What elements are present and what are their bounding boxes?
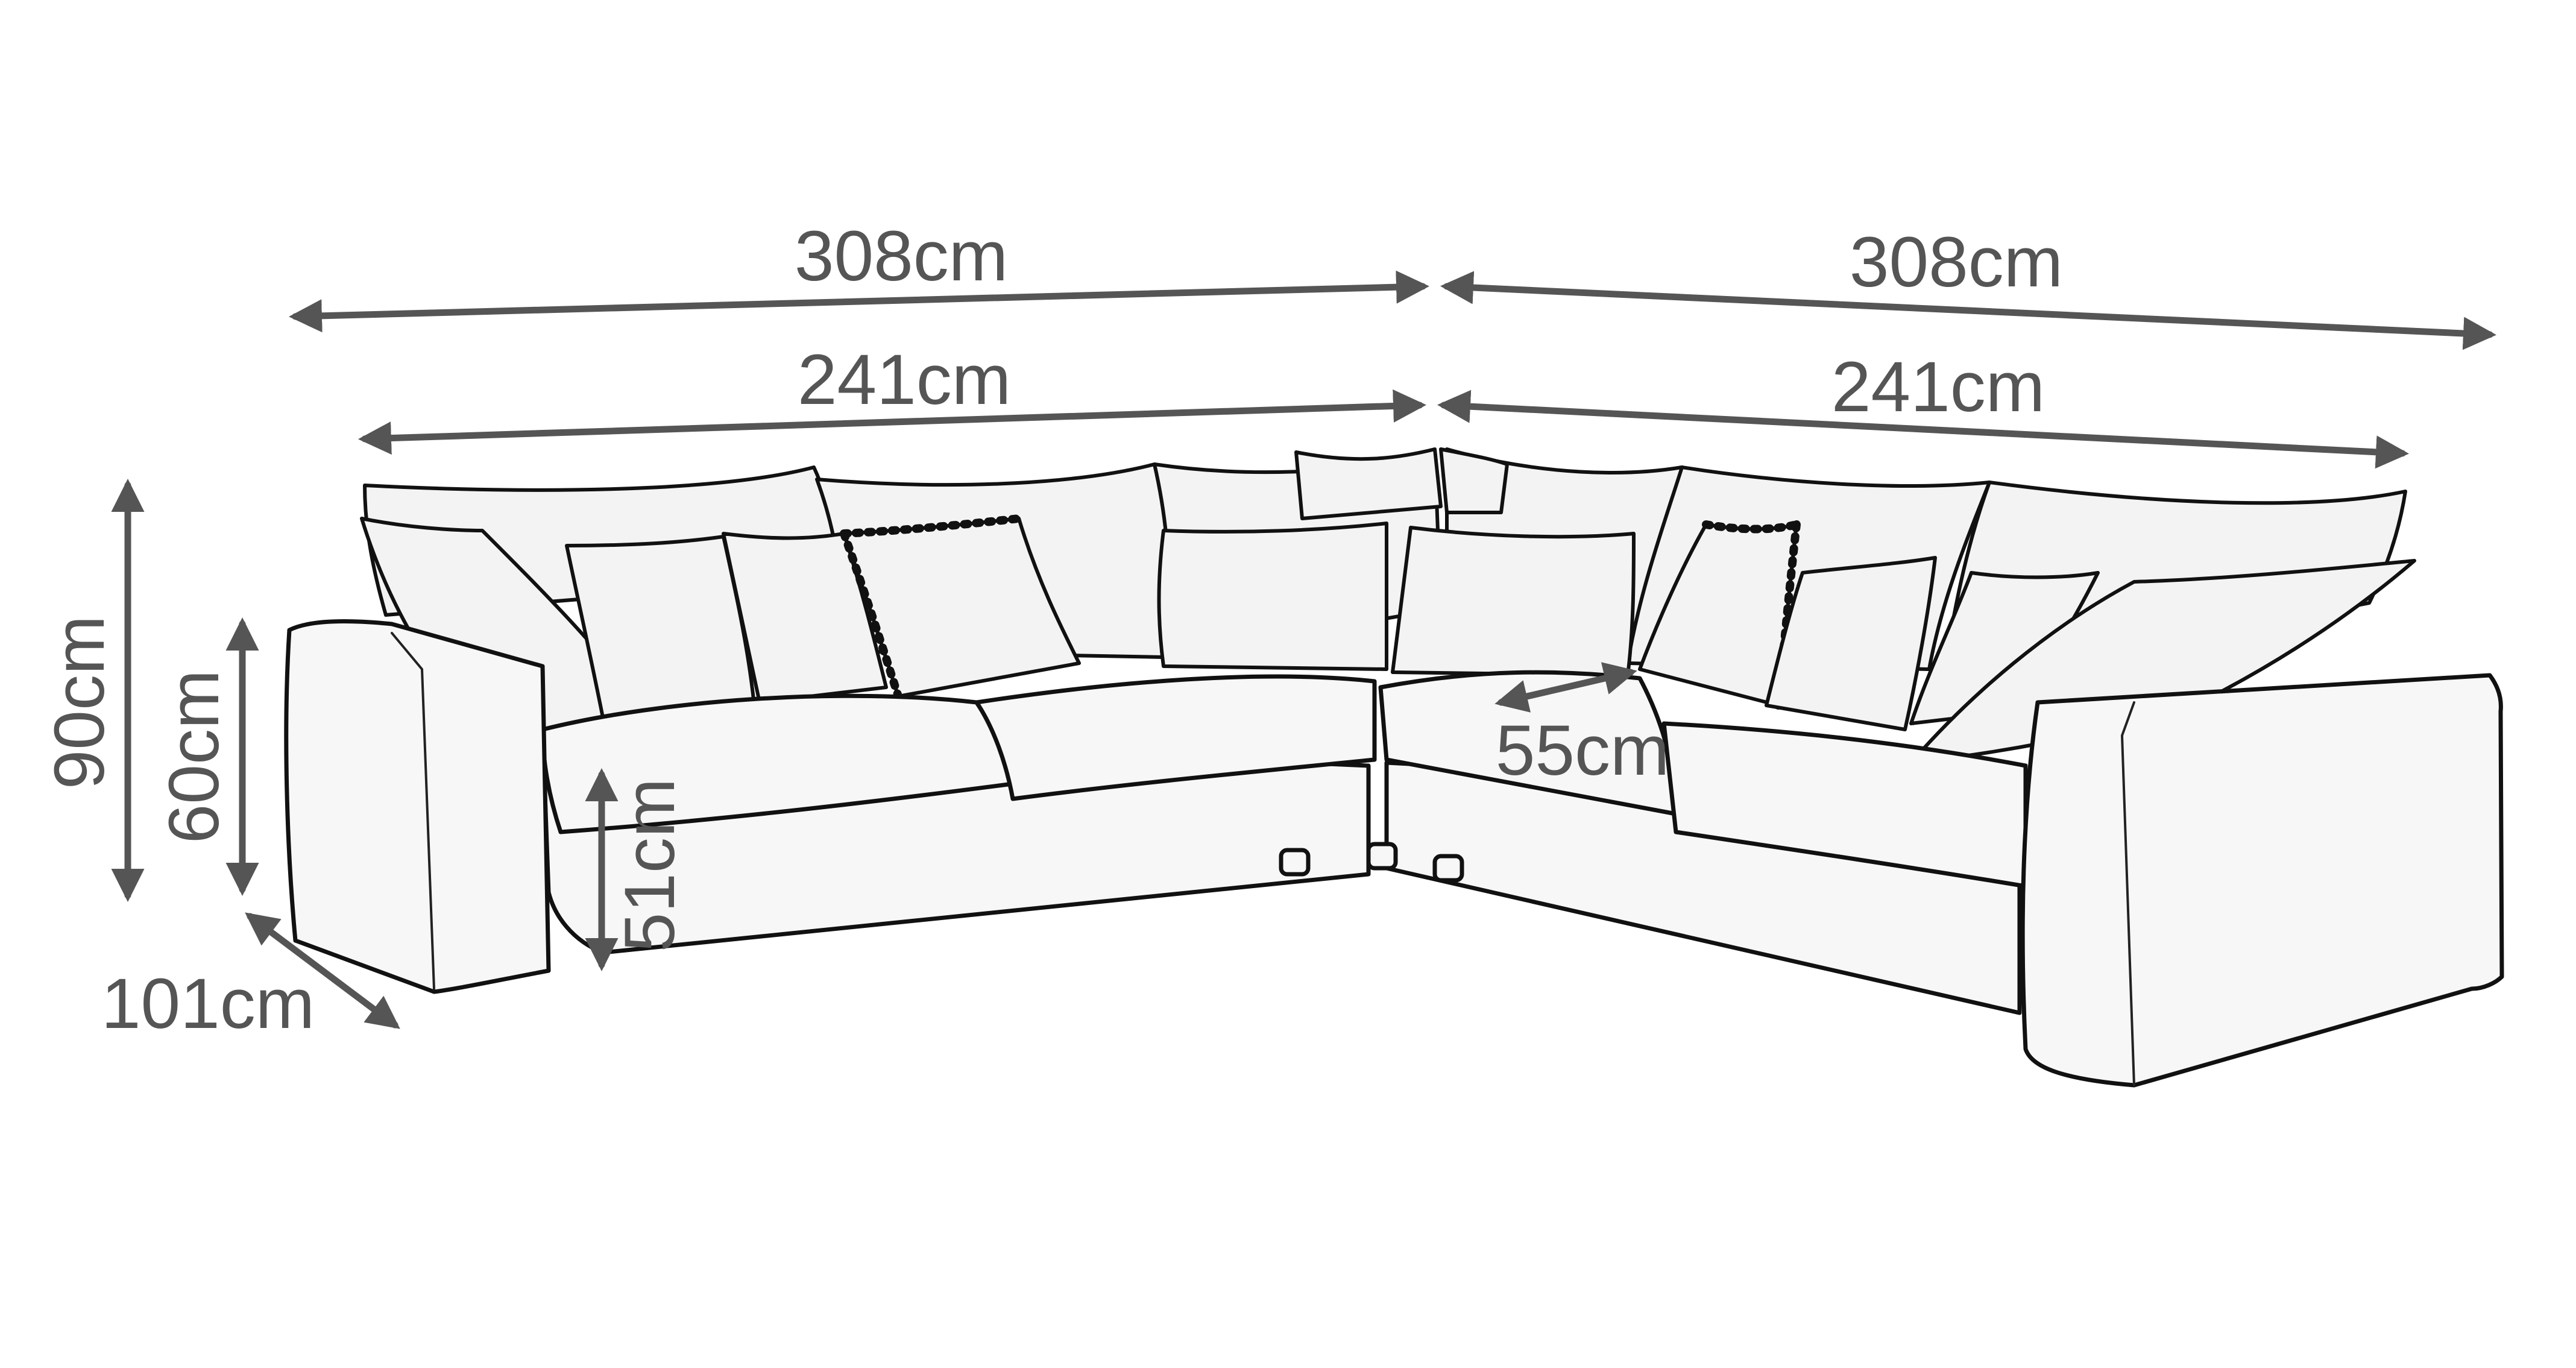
label-seat-depth: 55cm: [1496, 711, 1670, 790]
left-arm-edge: [391, 632, 435, 990]
label-seat-height: 51cm: [610, 778, 690, 953]
foot-1: [1279, 848, 1311, 877]
label-total-height: 90cm: [40, 616, 119, 790]
corner-sofa-illustration: [284, 447, 2504, 1088]
label-right-seat-width: 241cm: [1831, 347, 2045, 427]
scatter-cushion-centre-right: [1391, 526, 1636, 677]
scatter-cushion-centre-left: [1157, 522, 1388, 671]
arrow-depth: [245, 912, 400, 1029]
arrow-left-total-width: [289, 270, 1429, 333]
arrow-right-seat-width: [1437, 389, 2409, 469]
foot-3: [1432, 854, 1464, 883]
label-depth: 101cm: [101, 964, 315, 1044]
foot-2: [1366, 842, 1398, 871]
arrow-right-total-width: [1440, 271, 2496, 350]
scatter-cushion-right-1: [1765, 556, 1937, 731]
left-arm: [284, 619, 551, 994]
arrow-seat-depth: [1494, 662, 1637, 713]
label-right-total-width: 308cm: [1850, 222, 2063, 302]
pompom-trim-left: [840, 514, 1023, 701]
label-left-seat-width: 241cm: [798, 340, 1011, 420]
arrow-left-seat-width: [358, 389, 1426, 455]
dimension-labels: 308cm 308cm 241cm 241cm 55cm 101cm 90cm …: [40, 216, 2063, 1044]
seat-cushion-left-2: [974, 674, 1377, 801]
right-arm-edge: [2120, 701, 2135, 1086]
dimension-arrows: [111, 270, 2496, 1029]
label-arm-height: 60cm: [154, 670, 234, 844]
right-arm: [2020, 673, 2504, 1088]
corner-cushion-back: [1294, 447, 1443, 520]
label-left-total-width: 308cm: [795, 216, 1008, 296]
scatter-cushion-left-2: [722, 532, 888, 704]
corner-cushion-right: [1439, 447, 1509, 514]
